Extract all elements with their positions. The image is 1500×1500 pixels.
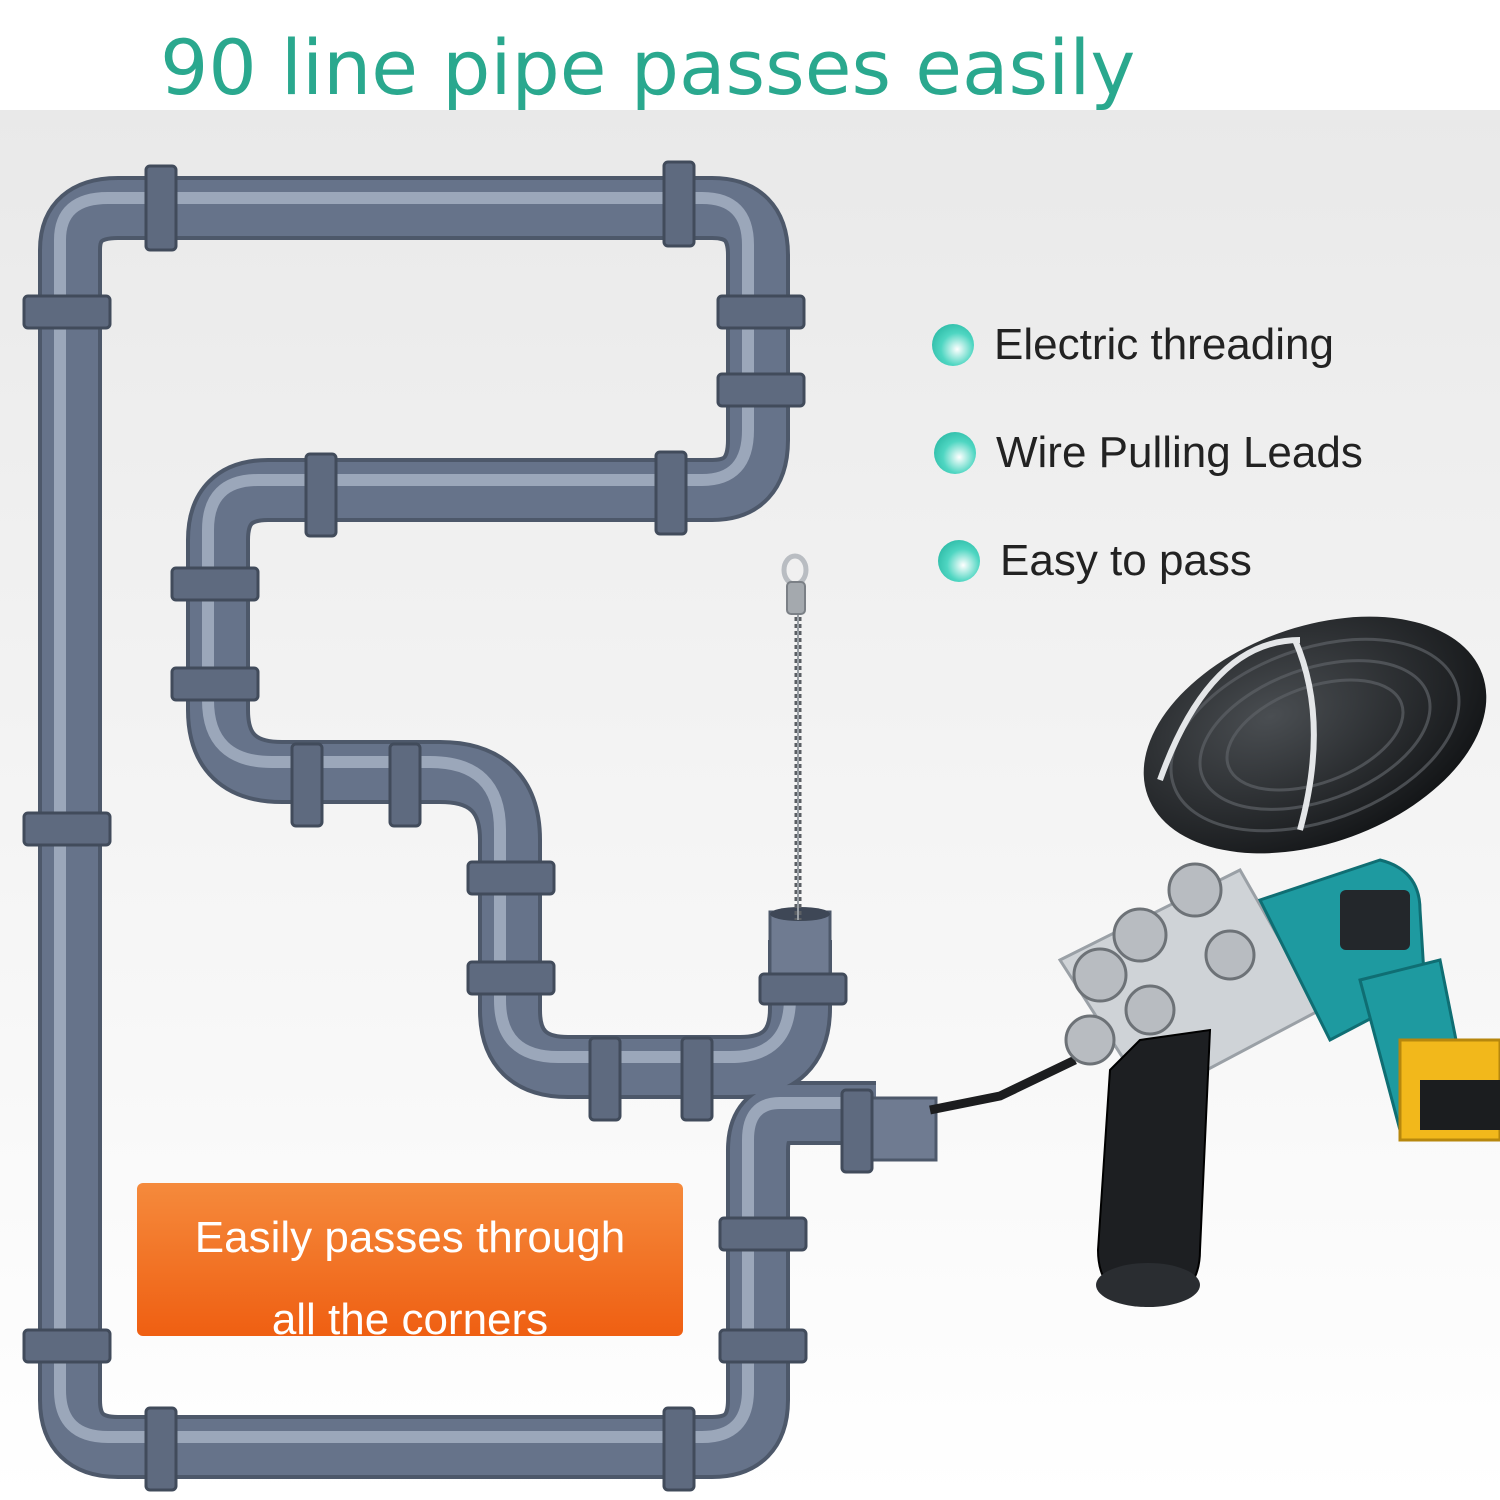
coupling (388, 742, 422, 828)
teal-dot-icon (932, 324, 974, 366)
coupling (466, 860, 556, 896)
roller-icon (1072, 947, 1128, 1003)
coupling (662, 160, 696, 248)
coupling (840, 1088, 874, 1174)
drill-label-plate (1340, 890, 1410, 950)
feature-label: Wire Pulling Leads (996, 428, 1363, 477)
pipe-inlet (868, 1096, 938, 1162)
callout-line-2: all the corners (271, 1295, 549, 1344)
wire-feed (929, 1055, 1077, 1115)
coupling (716, 294, 806, 330)
coupling (290, 742, 324, 828)
pipe-highlight (54, 192, 866, 1443)
roller-icon (1204, 929, 1256, 981)
feature-item: Electric threading (932, 318, 1452, 426)
coupling (662, 1406, 696, 1492)
coupling (144, 164, 178, 252)
coupling (758, 972, 848, 1006)
feature-bullets (932, 324, 980, 582)
callout-text: Easily passes through all the corners (137, 1183, 683, 1344)
headline: 90 line pipe passes easily (160, 23, 1136, 112)
roller-icon (1064, 1014, 1116, 1066)
coupling (718, 1328, 808, 1364)
feature-item: Easy to pass (938, 534, 1458, 642)
coil-windings (1169, 637, 1461, 833)
pipe-couplings (22, 160, 874, 1492)
coupling (22, 294, 112, 330)
roller-icon (1167, 862, 1223, 918)
coupling (170, 666, 260, 702)
callout-box (137, 1183, 683, 1336)
coupling (680, 1036, 714, 1122)
roller-icon (1112, 907, 1168, 963)
teal-dot-icon (934, 432, 976, 474)
battery-band (1420, 1080, 1500, 1130)
electric-threading-tool (929, 616, 1500, 1307)
side-handle-cap (1096, 1263, 1200, 1307)
coupling (716, 372, 806, 408)
coupling (466, 960, 556, 996)
coupling (22, 811, 112, 847)
coupling (654, 450, 688, 536)
wire-lead (781, 553, 809, 920)
feature-list: Electric threading Wire Pulling Leads Ea… (932, 318, 1452, 642)
coupling (304, 452, 338, 538)
feature-label: Electric threading (994, 320, 1334, 369)
coupling (144, 1406, 178, 1492)
roller-icon (1124, 984, 1176, 1036)
coupling (22, 1328, 112, 1364)
coupling (170, 566, 260, 602)
coupling (588, 1036, 622, 1122)
side-handle (1096, 1028, 1212, 1302)
tool-rollers (1064, 862, 1256, 1066)
coil-strap (1157, 637, 1301, 782)
wire-crimp (786, 581, 806, 615)
callout-line-1: Easily passes through (194, 1213, 626, 1262)
coupling (718, 1216, 808, 1252)
feature-label: Easy to pass (1000, 536, 1252, 585)
feature-item: Wire Pulling Leads (934, 426, 1454, 534)
teal-dot-icon (938, 540, 980, 582)
coil-strap (1292, 638, 1317, 831)
